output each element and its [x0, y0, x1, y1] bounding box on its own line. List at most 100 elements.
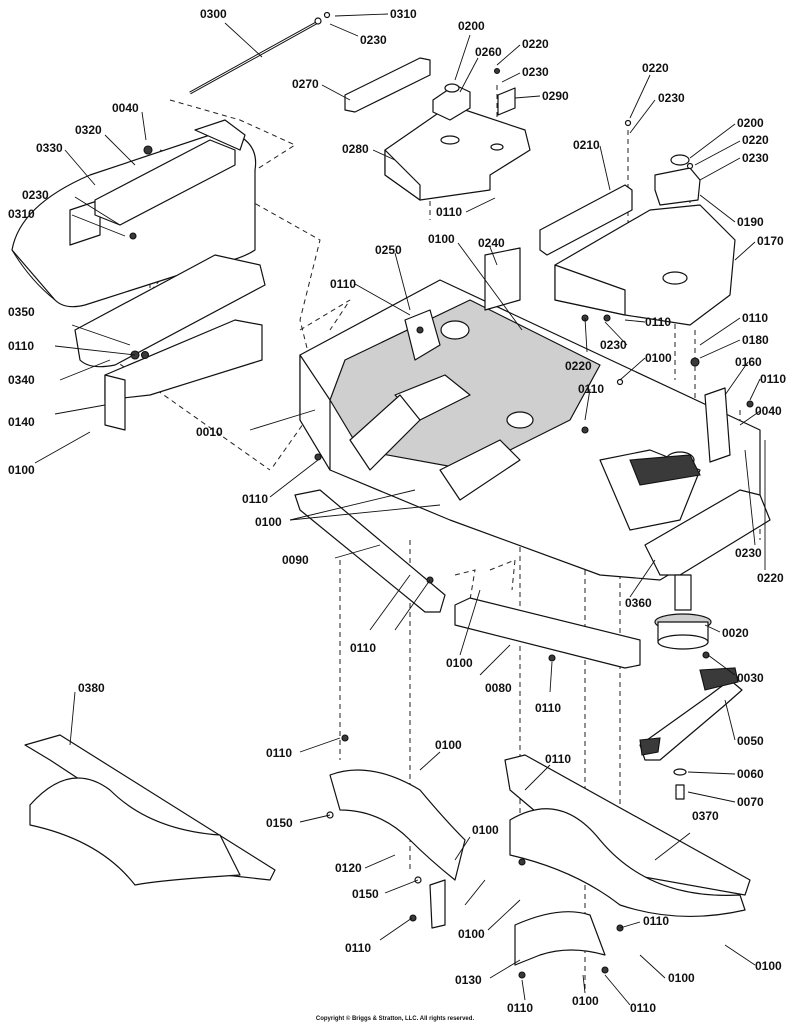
callout-0060: 0060 — [737, 767, 764, 781]
bracket-0160 — [704, 387, 731, 463]
copyright-notice: Copyright © Briggs & Stratton, LLC. All … — [316, 1015, 475, 1022]
callout-0110: 0110 — [645, 315, 671, 329]
callout-0120: 0120 — [335, 861, 362, 875]
bracket-0140 — [104, 319, 263, 431]
callout-0220: 0220 — [757, 571, 784, 585]
callout-0160: 0160 — [735, 355, 762, 369]
callout-0290: 0290 — [542, 89, 569, 103]
callout-0200: 0200 — [458, 19, 485, 33]
bracket-0250 — [404, 309, 441, 361]
callout-0310: 0310 — [390, 7, 417, 21]
callout-0130: 0130 — [455, 973, 482, 987]
deflector-0380 — [24, 734, 276, 886]
callout-0110: 0110 — [345, 941, 371, 955]
callout-0270: 0270 — [292, 77, 319, 91]
pulley-0190 — [654, 154, 701, 206]
baffle-0090 — [294, 489, 446, 613]
callout-0100: 0100 — [428, 232, 455, 246]
pulley-0260 — [432, 83, 471, 121]
callout-0280: 0280 — [342, 142, 369, 156]
baffle-0360 — [644, 489, 771, 576]
callout-0300: 0300 — [200, 7, 227, 21]
callout-0110: 0110 — [507, 1001, 533, 1015]
callout-0220: 0220 — [565, 359, 592, 373]
callout-0100: 0100 — [435, 738, 462, 752]
callout-0080: 0080 — [485, 681, 512, 695]
plate-0240 — [484, 247, 521, 311]
callout-0230: 0230 — [735, 546, 762, 560]
callout-0030: 0030 — [737, 671, 764, 685]
baffle-0080 — [454, 597, 641, 669]
callout-0110: 0110 — [8, 339, 34, 353]
callout-0110: 0110 — [545, 752, 571, 766]
callout-0350: 0350 — [8, 305, 35, 319]
callout-0110: 0110 — [742, 311, 768, 325]
callout-0010: 0010 — [196, 425, 223, 439]
callout-0040: 0040 — [755, 404, 782, 418]
callout-0230: 0230 — [658, 91, 685, 105]
callout-0020: 0020 — [722, 626, 749, 640]
bracket-0320 — [94, 119, 246, 226]
callout-0200: 0200 — [737, 116, 764, 130]
callout-0230: 0230 — [22, 188, 49, 202]
callout-0190: 0190 — [737, 215, 764, 229]
callout-0170: 0170 — [757, 234, 784, 248]
callout-0380: 0380 — [78, 681, 105, 695]
callout-0100: 0100 — [472, 823, 499, 837]
blade-0050 — [639, 667, 743, 761]
bracket-0290 — [493, 67, 516, 116]
callout-0360: 0360 — [625, 596, 652, 610]
spindle-0020 — [654, 574, 712, 659]
callout-0110: 0110 — [578, 382, 604, 396]
callout-0260: 0260 — [475, 45, 502, 59]
washer-0060 — [673, 768, 687, 776]
callout-0100: 0100 — [8, 463, 35, 477]
callout-0110: 0110 — [330, 277, 356, 291]
baffle-0120 — [329, 769, 466, 929]
callout-labels: 0300 0310 0230 0200 0260 0220 0230 0290 … — [8, 7, 786, 1015]
callout-0250: 0250 — [375, 243, 402, 257]
callout-0110: 0110 — [535, 701, 561, 715]
callout-0110: 0110 — [630, 1001, 656, 1015]
baffle-0130 — [514, 911, 606, 966]
callout-0220: 0220 — [522, 37, 549, 51]
callout-0330: 0330 — [36, 141, 63, 155]
callout-0110: 0110 — [436, 205, 462, 219]
hardware — [129, 119, 754, 979]
callout-0100: 0100 — [572, 994, 599, 1008]
callout-0140: 0140 — [8, 415, 35, 429]
callout-0240: 0240 — [478, 236, 505, 250]
callout-0220: 0220 — [642, 61, 669, 75]
callout-0230: 0230 — [742, 151, 769, 165]
callout-0310: 0310 — [8, 207, 35, 221]
callout-0100: 0100 — [255, 515, 282, 529]
plate-0170 — [554, 204, 736, 326]
leader-lines — [34, 13, 766, 1006]
callout-0040: 0040 — [112, 101, 139, 115]
callout-0070: 0070 — [737, 795, 764, 809]
callout-0340: 0340 — [8, 373, 35, 387]
callout-0230: 0230 — [522, 65, 549, 79]
bracket-0280 — [384, 104, 531, 201]
callout-0370: 0370 — [692, 809, 719, 823]
callout-0210: 0210 — [573, 138, 600, 152]
callout-0100: 0100 — [755, 959, 782, 973]
callout-0100: 0100 — [645, 351, 672, 365]
callout-0230: 0230 — [600, 338, 627, 352]
plate-0270 — [344, 57, 431, 113]
callout-0150: 0150 — [352, 887, 379, 901]
callout-0110: 0110 — [266, 746, 292, 760]
callout-0100: 0100 — [446, 656, 473, 670]
cover-0340 — [74, 254, 266, 368]
rod-0300 — [189, 11, 331, 95]
callout-0100: 0100 — [458, 927, 485, 941]
callout-0110: 0110 — [350, 641, 376, 655]
callout-0180: 0180 — [742, 333, 769, 347]
callout-0110: 0110 — [760, 372, 786, 386]
callout-0320: 0320 — [75, 123, 102, 137]
callout-0100: 0100 — [668, 971, 695, 985]
callout-0090: 0090 — [282, 553, 309, 567]
callout-0050: 0050 — [737, 734, 764, 748]
callout-0230: 0230 — [360, 33, 387, 47]
